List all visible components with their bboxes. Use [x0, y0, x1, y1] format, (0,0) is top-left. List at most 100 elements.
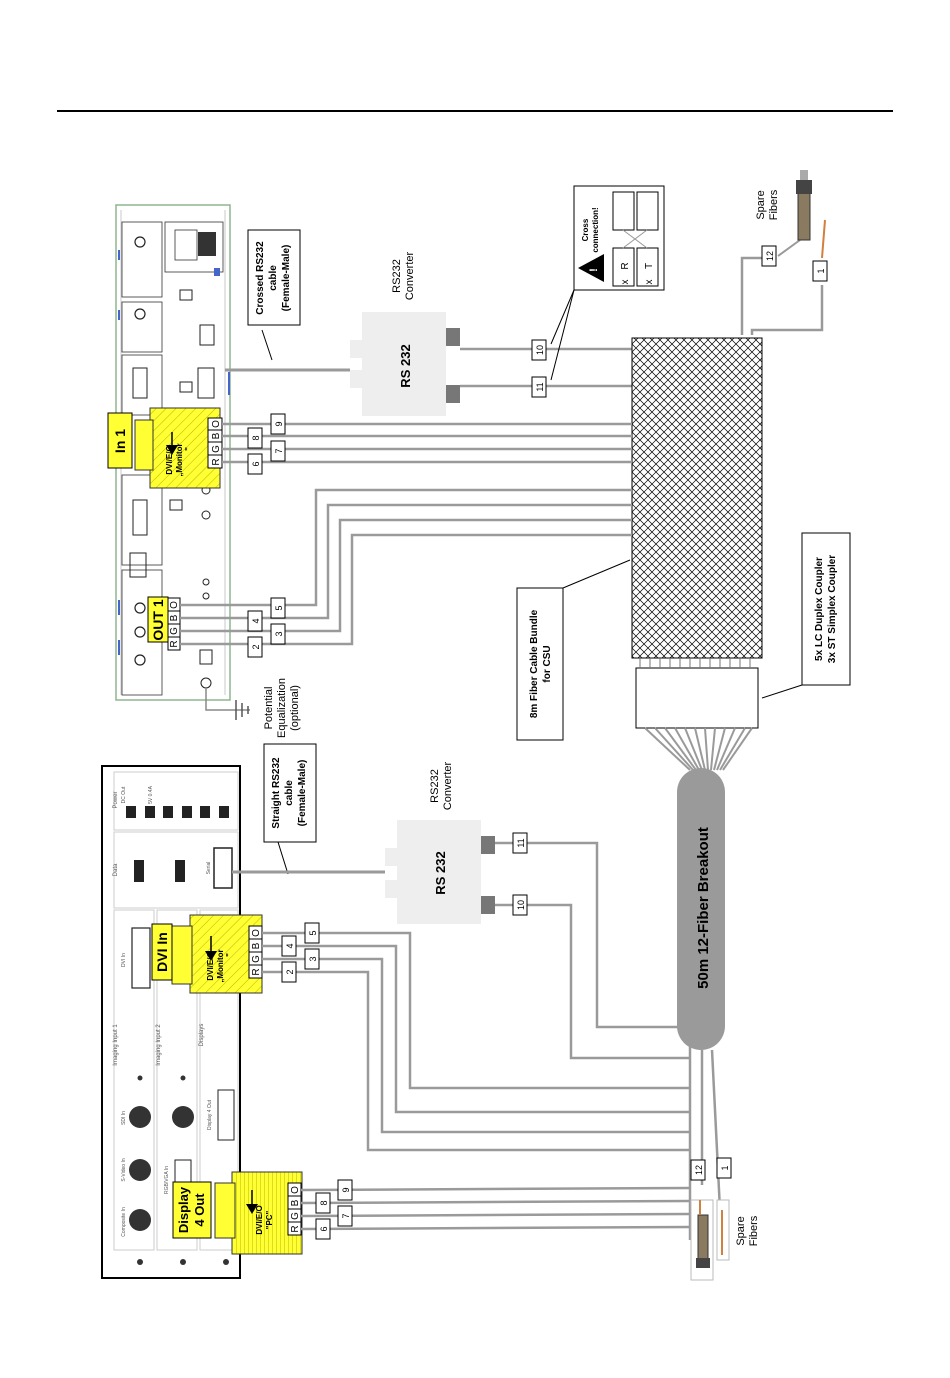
bottom-fiber-tag-10	[512, 894, 528, 916]
crossed-cable-line-3: (Female-Male)	[281, 245, 292, 312]
panel-v04a-label: 5V 0.4A	[148, 785, 154, 803]
potential-line-2: Equalization	[276, 678, 288, 738]
top-fiber-number-11: 11	[535, 382, 545, 391]
panel-data-label: Data	[113, 863, 119, 876]
bottom-dvi-monitor-label-3: "	[225, 953, 234, 957]
coupler-label-box: 5x LC Duplex Coupler 3x ST Simplex Coupl…	[761, 532, 851, 699]
out1-port-b: B	[169, 614, 180, 621]
top-in1-number-6: 6	[251, 461, 261, 466]
dvi-in-label-box: DVI In	[151, 923, 173, 981]
top-fiber-tag-11	[531, 376, 547, 398]
panel-serial-label: Serial	[206, 862, 212, 875]
top-in1-number-8: 8	[251, 435, 261, 440]
out1-ports: OUT 1 R G B O	[147, 596, 181, 651]
top-dvi-monitor-label-2: „Monitor	[175, 443, 184, 476]
in1-label-box: In 1	[107, 412, 133, 469]
svg-text:!: !	[588, 268, 600, 272]
top-spare-number-12: 12	[765, 251, 775, 261]
top-in1-tag-7	[270, 440, 286, 462]
bottom-pc-number-6: 6	[319, 1226, 329, 1231]
bottom-dvi-port-b: B	[251, 942, 262, 949]
top-dvi-monitor-label-3: "	[184, 447, 193, 451]
bundle-label-line-1: 8m Fiber Cable Bundle	[529, 609, 540, 718]
straight-cable-line-1: Straight RS232	[271, 757, 282, 829]
top-rs232-converter: RS 232	[350, 312, 460, 416]
bottom-pc-tag-9	[337, 1179, 353, 1201]
bottom-serial-fibers	[495, 841, 690, 1060]
bundle-label-box: 8m Fiber Cable Bundle for CSU	[516, 559, 631, 741]
bottom-dvi-monitor-label-2: „Monitor	[216, 949, 225, 982]
top-in1-port-o: O	[211, 420, 222, 428]
top-out1-number-4: 4	[251, 618, 261, 623]
fiber-breakout-50m: 50m 12-Fiber Breakout	[677, 768, 725, 1050]
cross-note-line-2: connection!	[591, 207, 600, 252]
bottom-dvi-monitor-label-1: DVI/E/O	[206, 951, 215, 980]
coupler-label-line-1: 5x LC Duplex Coupler	[814, 557, 825, 661]
bottom-rs232-converter-line-2: Converter	[442, 762, 454, 811]
bottom-dvi-port-r: R	[251, 968, 262, 975]
top-out1-number-5: 5	[274, 605, 284, 610]
top-spare-label-1: Spare	[755, 190, 767, 219]
bottom-fiber-tag-11	[512, 832, 528, 854]
potential-line-1: Potential	[263, 687, 275, 730]
bottom-pc-number-7: 7	[341, 1213, 351, 1218]
bottom-spare-label-1: Spare	[735, 1216, 747, 1245]
bottom-dvi-in-fibers	[262, 931, 690, 1152]
panel-display-out-label: Display 4 Out	[207, 1099, 213, 1130]
crossed-cable-line-1: Crossed RS232	[255, 241, 266, 315]
panel-imaging2-label: Imaging Input 2	[156, 1024, 162, 1066]
top-in1-tag-8	[247, 427, 263, 449]
cross-connection-note: ! Cross connection! R x T x	[573, 185, 665, 291]
bottom-spare-number-12: 12	[694, 1165, 704, 1175]
bottom-dvi-tag-4	[281, 935, 297, 957]
pc-port-r: R	[290, 1225, 301, 1232]
tx-label-t: T	[644, 263, 655, 269]
top-in1-tag-6	[247, 453, 263, 475]
bottom-dvi-number-3: 3	[308, 956, 318, 961]
bottom-pc-number-8: 8	[319, 1200, 329, 1205]
display4-label-1: Display	[176, 1186, 191, 1233]
top-out1-tag-5	[270, 597, 286, 619]
bottom-dvi-number-4: 4	[285, 943, 295, 948]
bottom-pc-tag-7	[337, 1205, 353, 1227]
potential-equalization: Potential Equalization (optional)	[205, 678, 301, 738]
pc-port-o: O	[290, 1186, 301, 1194]
panel-svideo-label: S-Video In	[121, 1158, 127, 1181]
bottom-pc-tag-6	[315, 1218, 331, 1240]
top-out1-tag-3	[270, 623, 286, 645]
pc-port-g: G	[290, 1212, 301, 1220]
breakout-label: 50m 12-Fiber Breakout	[695, 827, 712, 989]
top-in1-number-9: 9	[274, 421, 284, 426]
tx-label-x: x	[644, 280, 655, 285]
bottom-dvi-port-o: O	[251, 929, 262, 937]
fiber-cable-bundle-csu	[631, 337, 763, 729]
top-spare-fibers: 12 1 Spare Fibers	[740, 170, 828, 335]
rx-label-x: x	[620, 280, 631, 285]
straight-rs232-cable-callout: Straight RS232 cable (Female-Male)	[263, 743, 317, 875]
panel-rgb-label: RGB/VGA In	[164, 1166, 170, 1194]
panel-displays-label: Displays	[199, 1024, 205, 1047]
bottom-fiber-number-11: 11	[516, 838, 526, 847]
bottom-pc-fibers	[300, 1186, 691, 1231]
top-fiber-tag-10	[531, 339, 547, 361]
top-in1-tag-9	[270, 413, 286, 435]
bottom-spare-number-1: 1	[720, 1165, 730, 1170]
top-dvi-monitor-label-1: DVI/E/O	[165, 445, 174, 474]
bottom-spare-label-2: Fibers	[748, 1215, 760, 1246]
pc-label-1: DVI/E/O	[255, 1205, 264, 1234]
bottom-dvi-number-5: 5	[308, 930, 318, 935]
panel-power-label: Power	[113, 791, 119, 808]
straight-cable-line-3: (Female-Male)	[297, 760, 308, 827]
out1-port-r: R	[169, 640, 180, 647]
straight-cable-line-2: cable	[284, 780, 295, 806]
top-out1-number-2: 2	[251, 644, 261, 649]
bottom-dvi-tag-5	[304, 922, 320, 944]
panel-dc-out-label: DC Out	[121, 786, 127, 803]
top-rs232-converter-line-1: RS232	[391, 259, 403, 293]
bottom-dvi-port-g: G	[251, 955, 262, 963]
out1-port-g: G	[169, 627, 180, 635]
cross-note-line-1: Cross	[581, 218, 590, 241]
pc-port-b: B	[290, 1199, 301, 1206]
top-in1-port-b: B	[211, 432, 222, 439]
